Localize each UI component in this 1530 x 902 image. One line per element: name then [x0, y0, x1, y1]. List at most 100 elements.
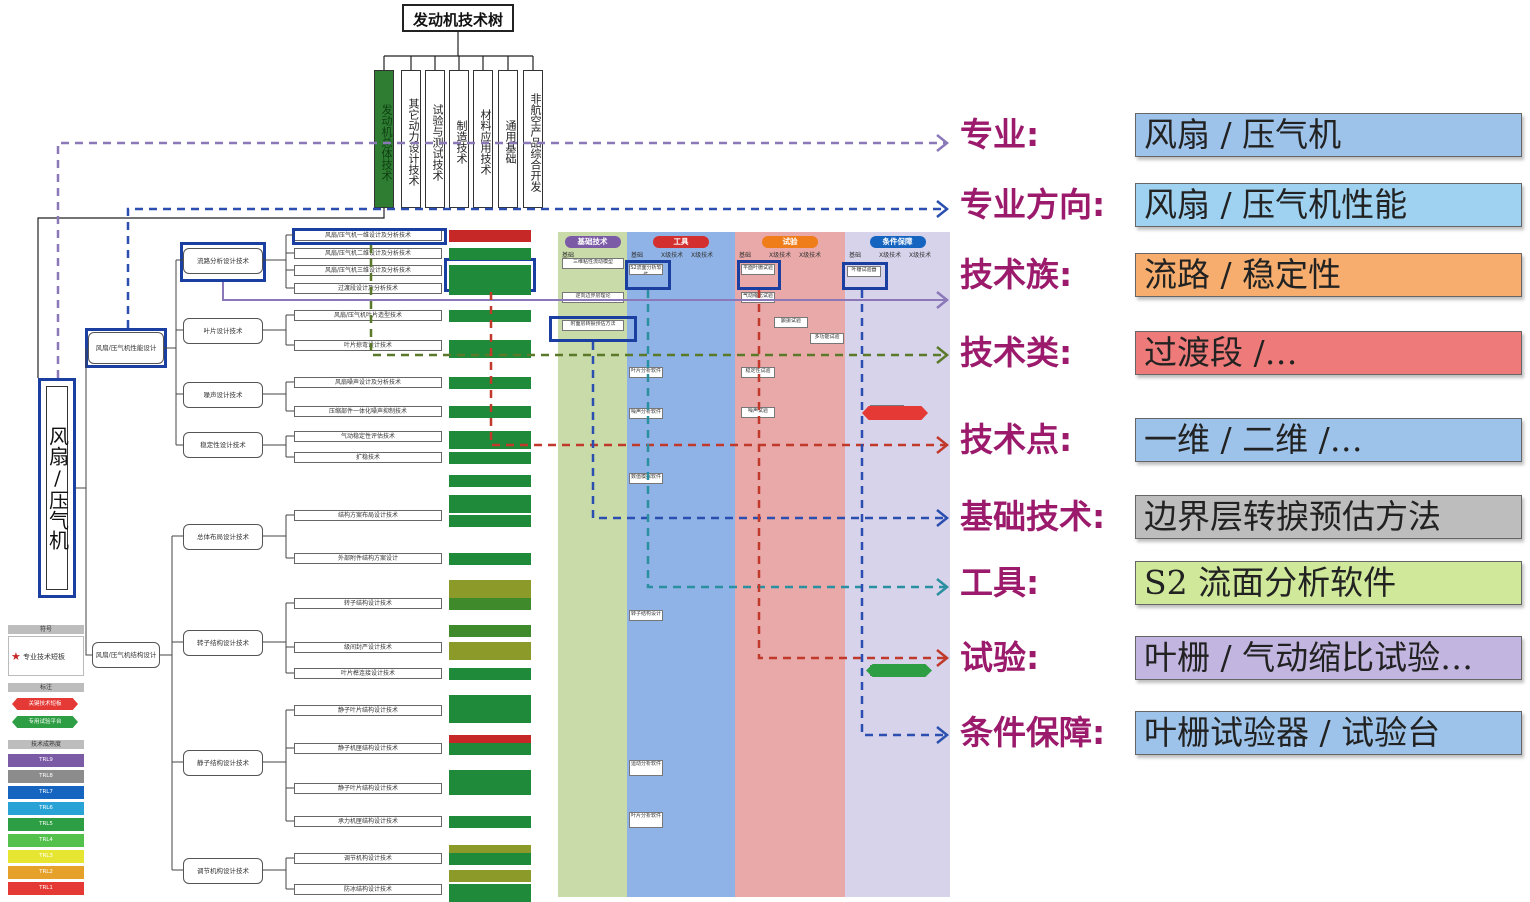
category-value-7: 叶栅 / 气动缩比试验…: [1135, 636, 1522, 680]
legend-symbol-box: ★ 专业技术短板: [8, 636, 84, 676]
category-label-8: 条件保障:: [960, 713, 1106, 752]
trl-cell-22: [449, 743, 531, 755]
category-value-5: 边界层转捩预估方法: [1135, 495, 1522, 539]
panel-item-basic-2: 附面层转捩预估方法: [562, 320, 624, 331]
tree-leaf-connector-1: [263, 314, 294, 346]
category-value-2: 流路 / 稳定性: [1135, 253, 1522, 297]
connector-class: [369, 245, 945, 357]
trl-cell-24: [449, 783, 531, 795]
level3-node-5: 转子结构设计技术: [183, 630, 263, 656]
level3-node-1: 叶片设计技术: [183, 318, 263, 344]
category-label-5: 基础技术:: [960, 497, 1106, 536]
leaf-node-9: 扩稳技术: [294, 452, 442, 463]
arrow-point-icon: [936, 436, 950, 454]
panel-item-test-3: 多功能试验: [810, 333, 844, 344]
leaf-node-12: 转子结构设计技术: [294, 598, 442, 609]
trl-cell-1: [449, 248, 531, 260]
leaf-node-13: 级间封严设计技术: [294, 642, 442, 653]
highlight-basic-tech: [549, 316, 637, 342]
category-label-1: 专业方向:: [960, 185, 1106, 224]
node-aero-design: 风扇/压气机性能设计: [88, 332, 164, 364]
highlight-tool: [625, 260, 671, 290]
trl-cell-19: [449, 695, 531, 707]
trl-cell-17: [449, 642, 531, 660]
category-value-4: 一维 / 二维 /…: [1135, 418, 1522, 462]
red-hexagon-marker: [862, 406, 928, 420]
arrow-condition-icon: [936, 726, 950, 744]
panel-3-sub-1: X级技术: [879, 252, 902, 259]
leaf-node-3: 过渡段设计及分析技术: [294, 283, 442, 294]
legend-trl-6: TRL3: [8, 850, 84, 863]
node-struct-design: 风扇/压气机结构设计: [92, 642, 160, 668]
legend-trl-7: TRL2: [8, 866, 84, 879]
tree-leaf-connector-5: [263, 602, 294, 674]
star-icon: ★: [11, 650, 21, 663]
legend-green-hexagon: 专用试验平台: [12, 716, 78, 728]
arrow-test-icon: [936, 649, 950, 667]
arrow-direction-icon: [936, 200, 950, 218]
trl-cell-14: [449, 580, 531, 598]
tree-l3b-connector: [160, 535, 183, 871]
level3-node-7: 调节机构设计技术: [183, 858, 263, 884]
connector-test: [757, 290, 945, 660]
leaf-node-15: 静子叶片结构设计技术: [294, 705, 442, 716]
panel-item-tool-4: 转子结构设计: [629, 610, 663, 621]
highlight-condition: [842, 262, 888, 290]
legend-trl-2: TRL7: [8, 786, 84, 799]
panel-1-sub-1: X级技术: [661, 252, 684, 259]
leaf-node-16: 静子机匣结构设计技术: [294, 743, 442, 754]
panel-item-test-2: 颤振试验: [774, 317, 808, 328]
legend-trl-header: 技术成熟度: [8, 740, 84, 749]
legend-trl-1: TRL8: [8, 770, 84, 783]
level3-node-4: 总体布局设计技术: [183, 524, 263, 550]
leaf-node-8: 气动稳定性评估技术: [294, 431, 442, 442]
arrow-basic-icon: [936, 509, 950, 527]
tree-leaf-connector-4: [263, 514, 294, 559]
tree-l3a-connector: [164, 259, 183, 446]
arrow-specialty-icon: [936, 134, 950, 152]
leaf-node-18: 承力机匣结构设计技术: [294, 816, 442, 827]
panel-item-tool-2: 噪声分析软件: [629, 408, 663, 419]
trl-cell-10: [449, 475, 531, 487]
panel-3-sub-0: 基础: [849, 252, 862, 259]
trl-cell-25: [449, 816, 531, 828]
category-label-3: 技术类:: [960, 333, 1073, 372]
legend-note-header: 标注: [8, 683, 84, 692]
leaf-node-14: 叶片榫连接设计技术: [294, 668, 442, 679]
category-value-1: 风扇 / 压气机性能: [1135, 183, 1522, 227]
tree-root-connector: [383, 32, 534, 70]
connector-direction: [126, 207, 945, 328]
tree-l2-connector: [76, 348, 92, 656]
panel-1-sub-0: 基础: [631, 252, 644, 259]
panel-item-test-0: 平面叶栅试验: [741, 264, 775, 275]
trl-cell-28: [449, 870, 531, 882]
panel-0-header: 基础技术: [564, 236, 621, 248]
leaf-node-19: 调节机构设计技术: [294, 853, 442, 864]
trl-cell-12: [449, 515, 531, 527]
legend-trl-5: TRL4: [8, 834, 84, 847]
panel-item-tool-0: S2流面分析软件: [629, 264, 663, 275]
highlight-flowpath: [180, 242, 266, 282]
tree-column-2: 试验与测试技术: [425, 70, 445, 208]
panel-1-bg: [627, 232, 735, 897]
highlight-1d-design: [292, 228, 447, 245]
legend-star-label: 专业技术短板: [23, 653, 65, 661]
tree-leaf-connector-7: [263, 857, 294, 890]
panel-1-header: 工具: [653, 236, 709, 248]
legend-trl-4: TRL5: [8, 818, 84, 831]
tree-leaf-connector-0: [263, 234, 294, 289]
arrow-class-icon: [936, 346, 950, 364]
trl-cell-27: [449, 853, 531, 865]
leaf-node-10: 结构方案布局设计技术: [294, 510, 442, 521]
legend-trl-8: TRL1: [8, 882, 84, 895]
connector-family: [222, 282, 945, 301]
connector-basic: [591, 342, 945, 520]
tree-leaf-connector-6: [263, 709, 294, 822]
leaf-node-5: 叶片掠弯设计技术: [294, 340, 442, 351]
tree-column-4: 材料应用技术: [473, 70, 493, 208]
trl-cell-4: [449, 310, 531, 322]
connector-point: [489, 292, 945, 447]
leaf-node-2: 风扇/压气机三维设计及分析技术: [294, 265, 442, 276]
level3-node-0: 流路分析设计技术: [183, 248, 263, 274]
